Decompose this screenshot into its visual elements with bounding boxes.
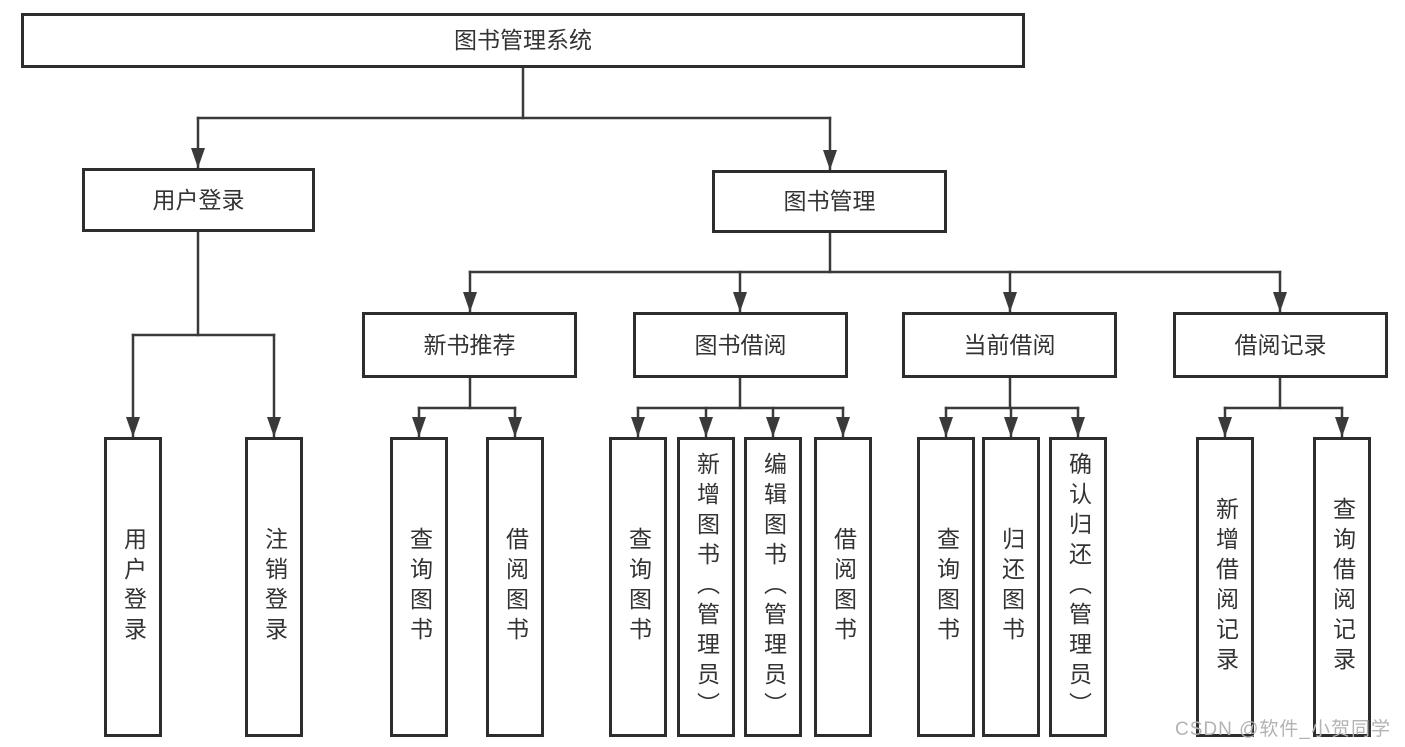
leaf-logout: 注销登录 <box>245 437 303 737</box>
leaf-label: 注销登录 <box>261 527 288 647</box>
leaf-confirm-return-admin: 确认归还（管理员） <box>1049 437 1107 737</box>
leaf-label: 查询借阅记录 <box>1329 497 1356 677</box>
node-borrow-records: 借阅记录 <box>1173 312 1388 378</box>
leaf-user-login: 用户登录 <box>104 437 162 737</box>
leaf-edit-book-admin: 编辑图书（管理员） <box>744 437 802 737</box>
leaf-add-borrow-record: 新增借阅记录 <box>1196 437 1254 737</box>
leaf-label: 借阅图书 <box>830 527 857 647</box>
node-new-book-recommend: 新书推荐 <box>362 312 577 378</box>
leaf-label: 查询图书 <box>625 527 652 647</box>
watermark: CSDN @软件_小贺同学 <box>1175 719 1391 740</box>
leaf-label: 确认归还（管理员） <box>1065 452 1092 722</box>
leaf-label: 归还图书 <box>998 527 1025 647</box>
leaf-label: 新增借阅记录 <box>1212 497 1239 677</box>
leaf-borrow-books-borrow: 借阅图书 <box>814 437 872 737</box>
leaf-query-borrow-record: 查询借阅记录 <box>1313 437 1371 737</box>
node-book-management: 图书管理 <box>712 170 947 233</box>
leaf-label: 编辑图书（管理员） <box>760 452 787 722</box>
node-user-login: 用户登录 <box>82 168 315 232</box>
leaf-query-books-borrow: 查询图书 <box>609 437 667 737</box>
leaf-label: 查询图书 <box>933 527 960 647</box>
leaf-label: 新增图书（管理员） <box>693 452 720 722</box>
node-book-borrow: 图书借阅 <box>633 312 848 378</box>
leaf-label: 查询图书 <box>406 527 433 647</box>
leaf-add-book-admin: 新增图书（管理员） <box>677 437 735 737</box>
leaf-label: 用户登录 <box>120 527 147 647</box>
node-root: 图书管理系统 <box>21 13 1025 68</box>
leaf-query-books-current: 查询图书 <box>917 437 975 737</box>
leaf-query-books-recommend: 查询图书 <box>390 437 448 737</box>
leaf-label: 借阅图书 <box>502 527 529 647</box>
leaf-borrow-books-recommend: 借阅图书 <box>486 437 544 737</box>
leaf-return-book: 归还图书 <box>982 437 1040 737</box>
node-current-borrow: 当前借阅 <box>902 312 1117 378</box>
